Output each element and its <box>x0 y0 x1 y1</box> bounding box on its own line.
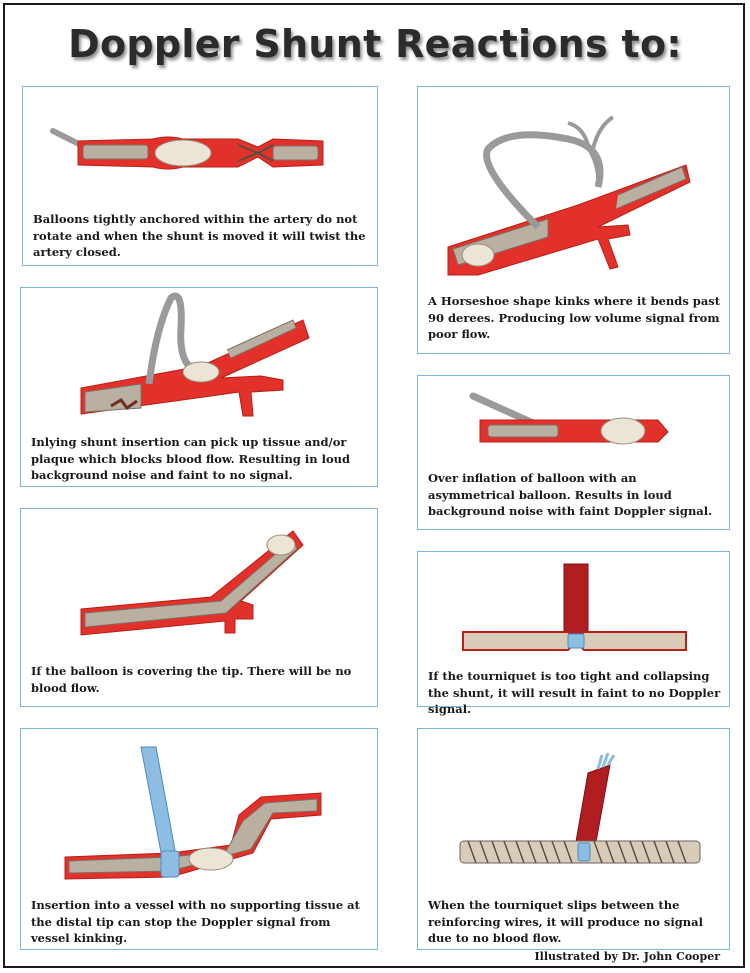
caption: Insertion into a vessel with no supporti… <box>31 898 360 945</box>
panel-horseshoe-kink: A Horseshoe shape kinks where it bends p… <box>417 86 730 354</box>
balloon-tip-illustration <box>80 530 304 636</box>
caption: Inlying shunt insertion can pick up tiss… <box>31 435 351 482</box>
panel-balloon-twist: Balloons tightly anchored within the art… <box>22 86 378 266</box>
overinflation-illustration <box>469 392 669 445</box>
tourniquet-slip-illustration <box>459 752 701 864</box>
panel-tissue-plaque: Inlying shunt insertion can pick up tiss… <box>20 287 378 487</box>
caption: A Horseshoe shape kinks where it bends p… <box>428 294 721 341</box>
vessel-kinking-illustration <box>64 746 322 880</box>
caption: Over inflation of balloon with an asymme… <box>428 471 713 518</box>
panel-overinflation: Over inflation of balloon with an asymme… <box>417 375 730 530</box>
illustrator-credit: Illustrated by Dr. John Cooper <box>534 950 720 963</box>
panel-tourniquet-slip: When the tourniquet slips between the re… <box>417 728 730 950</box>
caption: Balloons tightly anchored within the art… <box>33 212 366 259</box>
panel-balloon-tip: If the balloon is covering the tip. Ther… <box>20 508 378 707</box>
page-title: Doppler Shunt Reactions to: <box>68 22 682 66</box>
panel-vessel-kinking: Insertion into a vessel with no supporti… <box>20 728 378 950</box>
balloon-twist-illustration <box>50 128 324 170</box>
caption: When the tourniquet slips between the re… <box>428 898 703 945</box>
tourniquet-tight-illustration <box>462 563 687 651</box>
page-frame <box>3 3 745 968</box>
caption: If the tourniquet is too tight and colla… <box>428 669 721 716</box>
caption: If the balloon is covering the tip. Ther… <box>31 664 352 695</box>
tissue-plaque-illustration <box>80 292 310 417</box>
panel-tourniquet-tight: If the tourniquet is too tight and colla… <box>417 551 730 716</box>
horseshoe-illustration <box>447 115 691 276</box>
